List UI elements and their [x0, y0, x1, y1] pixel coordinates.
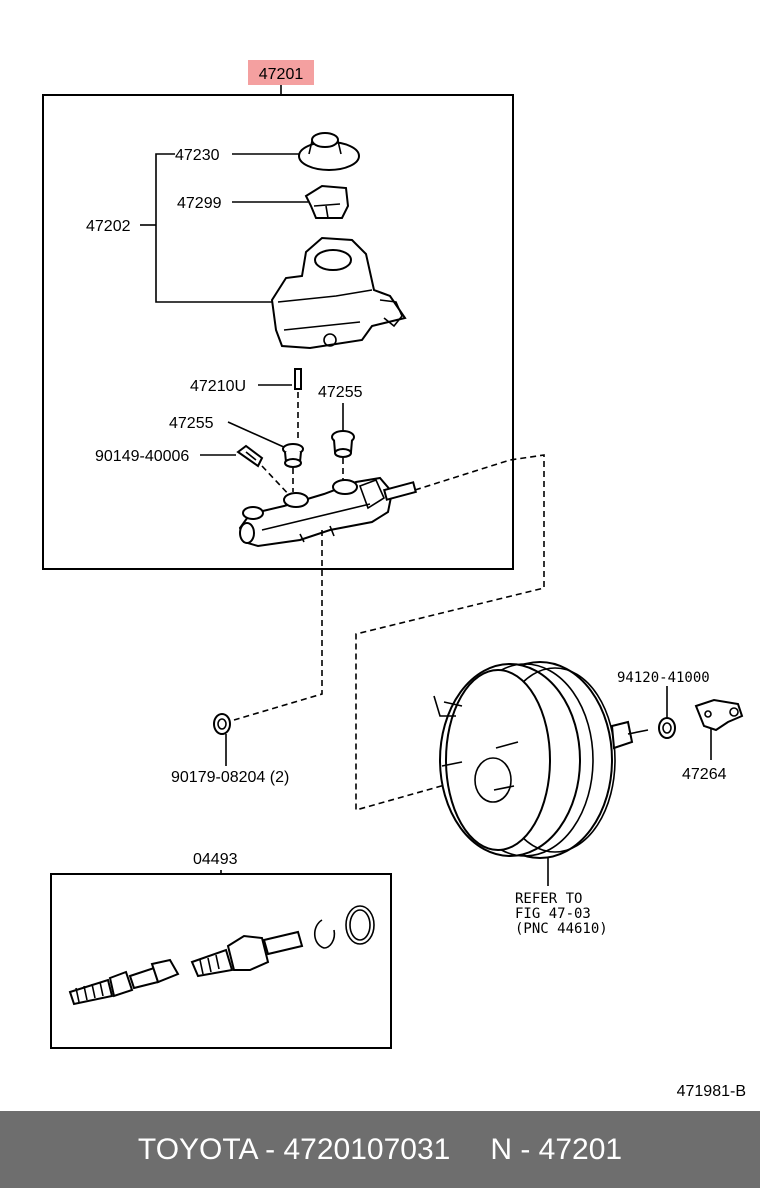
grommet-left-part	[282, 443, 304, 468]
brake-booster-part	[433, 661, 649, 859]
master-cylinder-part	[238, 476, 418, 548]
kit-box	[50, 873, 392, 1049]
reservoir-tank-part	[270, 236, 407, 350]
footer-brand-part: TOYOTA - 4720107031	[137, 1132, 451, 1166]
label-grommet-left[interactable]: 47255	[169, 415, 214, 432]
nut-right-part	[658, 717, 676, 739]
label-bracket[interactable]: 47264	[682, 766, 727, 783]
union-bolt-part	[236, 444, 264, 468]
grommet-right-part	[331, 430, 355, 458]
label-reservoir-cap[interactable]: 47230	[175, 147, 220, 164]
pin-part	[294, 368, 302, 390]
reservoir-cap-part	[298, 132, 360, 171]
kit-piston-secondary	[68, 958, 180, 1006]
footer-bar: TOYOTA - 4720107031 N - 47201	[0, 1111, 760, 1188]
assembly-label-highlight	[248, 60, 314, 85]
kit-seal-rings	[313, 905, 375, 949]
strainer-part	[304, 184, 350, 219]
kit-piston-primary	[190, 930, 304, 978]
label-kit[interactable]: 04493	[193, 851, 238, 868]
label-grommet-right[interactable]: 47255	[318, 384, 363, 401]
assembly-label[interactable]: 47201	[259, 66, 304, 83]
figure-code: 471981-B	[677, 1083, 746, 1100]
label-pin[interactable]: 47210U	[190, 378, 246, 395]
footer-pnc: N - 47201	[490, 1132, 623, 1166]
assembly-box	[42, 94, 514, 570]
nut-left-part	[213, 713, 231, 735]
refer-note-line1: REFER TO	[515, 891, 582, 907]
parts-diagram: 47201 47202 47230 47299 47210U 47255 472…	[42, 60, 746, 1100]
dashed-route-left	[233, 530, 323, 721]
refer-note-line2: FIG 47-03	[515, 906, 591, 922]
label-nut-right[interactable]: 94120-41000	[617, 670, 710, 686]
label-strainer[interactable]: 47299	[177, 195, 222, 212]
bracket-part	[694, 698, 744, 732]
label-nut-left[interactable]: 90179-08204 (2)	[171, 769, 289, 786]
label-reservoir-sub-assy[interactable]: 47202	[86, 218, 131, 235]
refer-note-line3: (PNC 44610)	[515, 921, 608, 937]
label-union-bolt[interactable]: 90149-40006	[95, 448, 189, 465]
